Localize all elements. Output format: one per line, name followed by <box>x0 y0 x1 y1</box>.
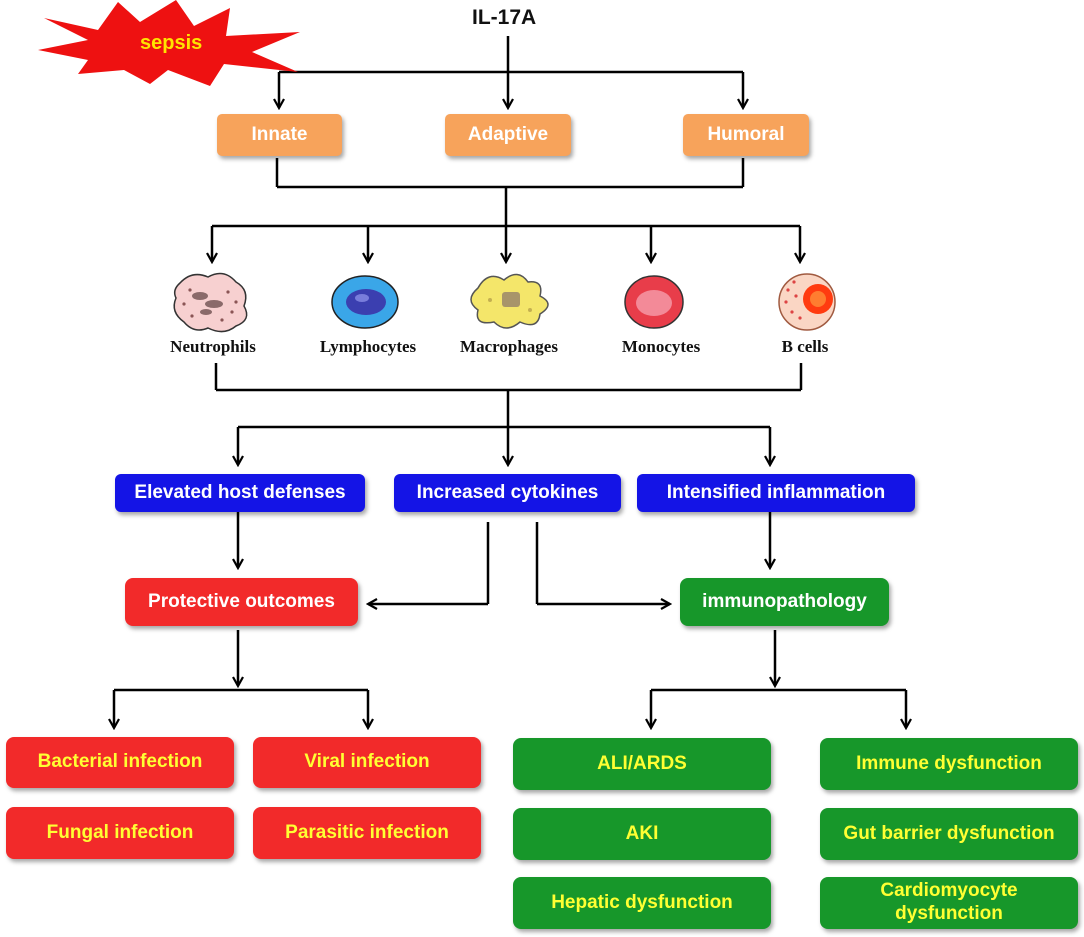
monocyte-icon <box>624 275 684 329</box>
neutrophil-icon <box>173 272 248 333</box>
ali-ards-box: ALI/ARDS <box>513 738 771 790</box>
b-cell-icon <box>778 273 836 331</box>
lymphocytes-label: Lymphocytes <box>319 337 417 356</box>
parasitic-infection-box: Parasitic infection <box>253 807 481 859</box>
sepsis-burst-icon <box>38 0 300 86</box>
humoral-box: Humoral <box>683 114 809 156</box>
immunopathology-box: immunopathology <box>680 578 889 626</box>
cardiomyocyte-dysfunction-box: Cardiomyocyte dysfunction <box>820 877 1078 929</box>
sepsis-label: sepsis <box>140 32 203 54</box>
il17a-title: IL-17A <box>472 6 537 29</box>
inflammation-box: Intensified inflammation <box>637 474 915 512</box>
gut-barrier-dysfunction-box: Gut barrier dysfunction <box>820 808 1078 860</box>
b-cells-label: B cells <box>781 337 829 356</box>
macrophage-icon <box>470 273 549 329</box>
macrophages-label: Macrophages <box>460 337 558 356</box>
aki-box: AKI <box>513 808 771 860</box>
immune-dysfunction-box: Immune dysfunction <box>820 738 1078 790</box>
monocytes-label: Monocytes <box>621 337 701 356</box>
neutrophils-label: Neutrophils <box>170 337 256 356</box>
host-defenses-box: Elevated host defenses <box>115 474 365 512</box>
bacterial-infection-box: Bacterial infection <box>6 737 234 788</box>
viral-infection-box: Viral infection <box>253 737 481 788</box>
protective-outcomes-box: Protective outcomes <box>125 578 358 626</box>
hepatic-dysfunction-box: Hepatic dysfunction <box>513 877 771 929</box>
adaptive-box: Adaptive <box>445 114 571 156</box>
innate-box: Innate <box>217 114 342 156</box>
cytokines-box: Increased cytokines <box>394 474 621 512</box>
fungal-infection-box: Fungal infection <box>6 807 234 859</box>
lymphocyte-icon <box>331 275 399 329</box>
